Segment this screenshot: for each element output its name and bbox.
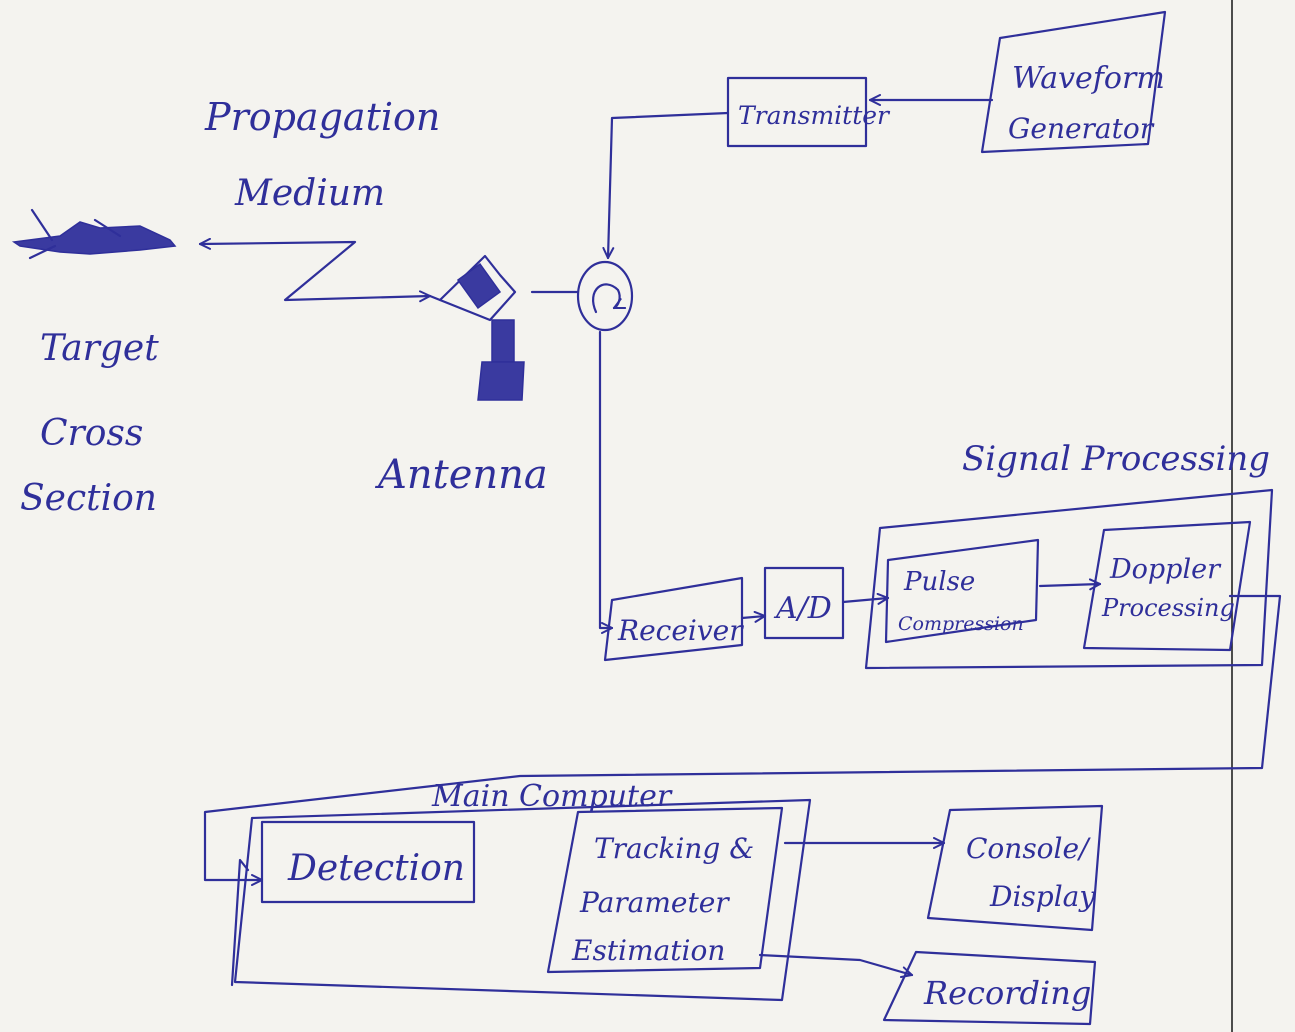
doppler-processing-label-line2: Processing <box>1101 594 1235 622</box>
pulse-to-doppler-arrow <box>1038 584 1100 586</box>
doppler-processing-block <box>1082 520 1252 652</box>
receiver-block <box>603 576 744 662</box>
pulse-compression-block <box>884 538 1040 644</box>
receiver-label: Receiver <box>617 614 744 647</box>
signal-processing-enclosure <box>864 488 1274 670</box>
target-label-line2: Cross <box>40 413 143 454</box>
ad-to-pulse-arrow <box>841 598 888 602</box>
main-computer-enclosure <box>233 798 812 1002</box>
recording-label: Recording <box>923 974 1091 1012</box>
target-label-line1: Target <box>40 328 159 369</box>
console-display-label-line2: Display <box>989 880 1096 913</box>
pulse-compression-label-line1: Pulse <box>903 567 975 597</box>
signal-processing-label: Signal Processing <box>962 439 1270 479</box>
transmitter-to-circulator-arrow <box>608 111 730 258</box>
aircraft-icon <box>11 208 177 260</box>
waveform-generator-block <box>980 10 1167 154</box>
waveform-generator-label-line2: Generator <box>1008 112 1155 145</box>
circulator-to-receiver-arrow <box>598 330 614 628</box>
tracking-label-line1: Tracking & <box>594 832 754 865</box>
tracking-block <box>546 806 784 974</box>
propagation-label-line1: Propagation <box>204 95 440 139</box>
doppler-processing-label-line1: Doppler <box>1109 554 1222 585</box>
detection-label: Detection <box>287 848 465 889</box>
pulse-compression-label-line2: Compression <box>898 613 1024 635</box>
ad-label: A/D <box>773 591 832 626</box>
tracking-to-recording-arrow <box>758 953 912 975</box>
tracking-label-line2: Parameter <box>579 886 730 919</box>
antenna-label: Antenna <box>374 452 548 498</box>
doppler-to-detection-route <box>203 594 1282 880</box>
propagation-zigzag-arrow <box>198 242 430 300</box>
transmitter-label: Transmitter <box>738 101 891 130</box>
recording-block <box>882 950 1097 1026</box>
target-label-line3: Section <box>20 478 157 519</box>
antenna-icon <box>428 254 525 401</box>
console-display-block <box>926 804 1104 932</box>
receiver-to-ad-arrow <box>740 616 765 618</box>
detection-block <box>260 820 476 904</box>
propagation-label-line2: Medium <box>234 173 385 214</box>
circulator-icon <box>576 260 634 332</box>
waveform-generator-label-line1: Waveform <box>1012 61 1165 96</box>
detection-loop-line <box>230 858 250 987</box>
console-display-label-line1: Console/ <box>966 832 1091 865</box>
tracking-label-line3: Estimation <box>571 934 725 967</box>
